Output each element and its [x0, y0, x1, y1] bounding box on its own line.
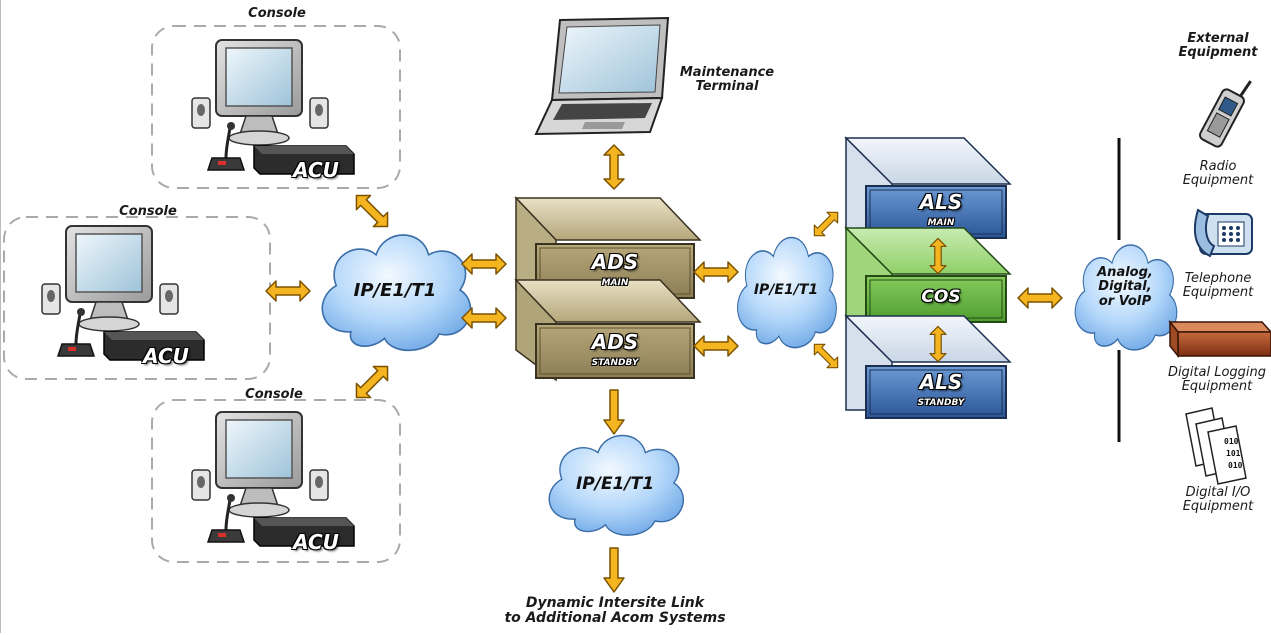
logging-line-1: Digital Logging — [1167, 365, 1267, 380]
console-middle-title: Console — [119, 204, 177, 219]
console-top-title: Console — [248, 6, 306, 21]
als-cos-stack — [844, 136, 1012, 419]
external-cloud-line-1: Analog, — [1097, 265, 1153, 280]
external-cloud-line-2: Digital, — [1098, 279, 1152, 295]
als-standby-label: ALS — [919, 370, 963, 394]
console-bottom-title: Console — [245, 387, 303, 402]
external-title-line-2: Equipment — [1178, 45, 1258, 61]
radio-icon — [1199, 80, 1252, 148]
digital-io-line-1: Digital I/O — [1185, 485, 1251, 500]
intersite-line-2: to Additional Acom Systems — [504, 610, 726, 627]
arrow-center-cloud-to-als-standby — [808, 338, 844, 374]
maintenance-line-1: Maintenance — [679, 65, 775, 80]
telephone-equipment-label: Telephone Equipment — [1170, 271, 1266, 301]
external-cloud-line-3: or VoIP — [1098, 293, 1152, 309]
external-cloud-label: Analog, Digital, or VoIP — [1085, 265, 1165, 309]
maintenance-laptop-icon — [534, 16, 670, 136]
ads-standby-unit — [535, 323, 695, 379]
arrow-console-top-to-cloud — [348, 187, 396, 235]
doc-text-3: 010 — [1228, 461, 1243, 470]
arrow-cloud-to-ads-standby — [461, 307, 507, 329]
als-standby-unit — [865, 365, 1007, 419]
console-bottom-border — [151, 399, 401, 563]
ads-standby-sub: STANDBY — [591, 358, 639, 368]
radio-equipment-label: Radio Equipment — [1170, 159, 1266, 189]
als-standby-sub: STANDBY — [917, 398, 965, 408]
arrow-cos-to-external-cloud — [1017, 287, 1063, 309]
ads-standby-label: ADS — [591, 330, 639, 354]
center-cloud-label: IP/E1/T1 — [753, 282, 819, 298]
console-bottom-workstation-icon — [190, 410, 356, 548]
acu-top-label: ACU — [293, 158, 339, 182]
cos-label: COS — [921, 287, 961, 307]
arrow-laptop-to-ads — [603, 144, 625, 190]
telephone-icon — [1193, 208, 1253, 258]
maintenance-line-2: Terminal — [695, 79, 759, 95]
digital-io-equipment-label: Digital I/O Equipment — [1170, 485, 1266, 515]
left-cloud-label: IP/E1/T1 — [353, 280, 437, 301]
external-title-line-1: External — [1187, 31, 1249, 46]
telephone-line-1: Telephone — [1184, 271, 1252, 286]
radio-line-2: Equipment — [1182, 173, 1254, 189]
console-top-workstation-icon — [190, 38, 356, 176]
logging-equipment-label: Digital Logging Equipment — [1164, 365, 1270, 395]
console-bottom — [151, 399, 401, 563]
als-main-label: ALS — [919, 190, 963, 214]
arrow-cloud-to-ads-main — [461, 253, 507, 275]
doc-text-1: 010 — [1224, 437, 1239, 446]
digital-io-line-2: Equipment — [1182, 499, 1254, 515]
logging-recorder-icon — [1168, 319, 1271, 359]
intersite-line-1: Dynamic Intersite Link — [525, 595, 705, 611]
external-equipment-title: External Equipment — [1170, 31, 1266, 61]
arrow-ads-main-to-center-cloud — [693, 261, 739, 283]
maintenance-terminal-label: Maintenance Terminal — [672, 65, 782, 95]
ads-main-sub: MAIN — [601, 278, 629, 288]
digital-io-documents-icon: 010 101 010 — [1185, 407, 1247, 485]
cos-unit — [865, 275, 1007, 323]
arrow-ads-standby-to-center-cloud — [693, 335, 739, 357]
console-top — [151, 25, 401, 189]
console-middle — [3, 216, 271, 380]
ads-main-label: ADS — [591, 250, 639, 274]
radio-line-1: Radio — [1199, 159, 1237, 174]
bottom-cloud-label: IP/E1/T1 — [575, 474, 655, 494]
console-top-border — [151, 25, 401, 189]
arrow-center-cloud-to-als-main — [808, 206, 844, 242]
acu-bottom-label: ACU — [293, 530, 339, 554]
als-main-sub: MAIN — [927, 218, 955, 228]
arrow-console-middle-to-cloud — [265, 280, 311, 302]
acu-middle-label: ACU — [143, 344, 189, 368]
doc-text-2: 101 — [1226, 449, 1241, 458]
arrow-ads-to-bottom-cloud — [603, 389, 625, 435]
telephone-line-2: Equipment — [1182, 285, 1254, 301]
arrow-console-bottom-to-cloud — [348, 358, 396, 406]
console-middle-border — [3, 216, 271, 380]
console-middle-workstation-icon — [40, 224, 206, 362]
logging-line-2: Equipment — [1181, 379, 1253, 395]
intersite-link-label: Dynamic Intersite Link to Additional Aco… — [470, 595, 760, 627]
arrow-bottom-cloud-to-intersite — [603, 547, 625, 593]
